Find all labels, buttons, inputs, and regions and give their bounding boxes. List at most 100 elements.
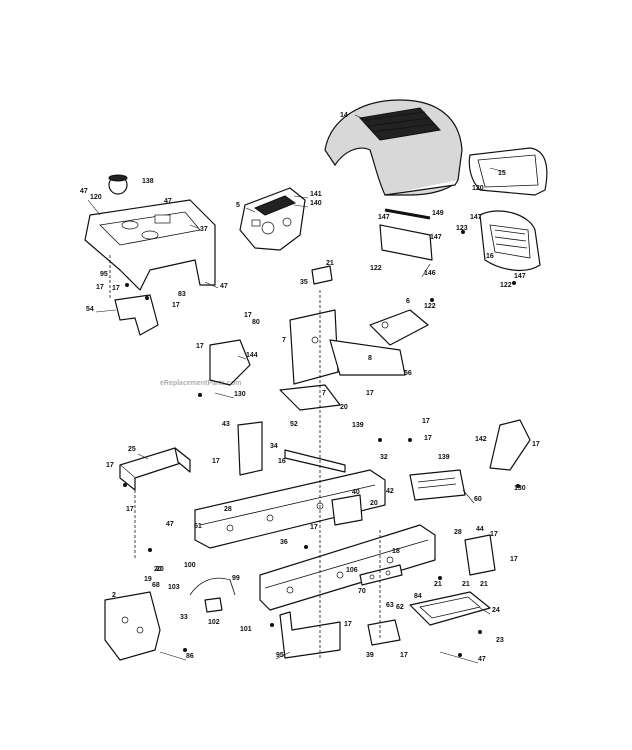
grille xyxy=(468,147,548,196)
pedal-bracket xyxy=(209,339,251,386)
callout: 42 xyxy=(386,488,394,495)
callout: 17 xyxy=(490,531,498,538)
callout: 7 xyxy=(322,390,326,397)
callout: 54 xyxy=(86,306,94,313)
callout: 17 xyxy=(310,524,318,531)
callout: 141 xyxy=(310,191,322,198)
callout: 34 xyxy=(270,443,278,450)
callout: 47 xyxy=(220,283,228,290)
callout: 19 xyxy=(144,576,152,583)
callout: 40 xyxy=(352,489,360,496)
cross-member xyxy=(284,449,346,473)
callout: 6 xyxy=(406,298,410,305)
callout: 47 xyxy=(478,656,486,663)
callout: 86 xyxy=(186,653,194,660)
callout: 17 xyxy=(96,284,104,291)
watermark: eReplacementParts.com xyxy=(160,380,241,387)
lever xyxy=(204,597,223,613)
callout: 17 xyxy=(244,312,252,319)
callout: 17 xyxy=(112,285,120,292)
callout: 51 xyxy=(194,523,202,530)
callout: 32 xyxy=(380,454,388,461)
linkage-rod xyxy=(189,577,236,596)
callout: 21 xyxy=(462,581,470,588)
callout: 17 xyxy=(422,418,430,425)
firewall xyxy=(279,309,429,411)
seat-bracket xyxy=(119,447,191,491)
leader-lines xyxy=(87,195,491,664)
callout: 147 xyxy=(430,234,442,241)
callout: 101 xyxy=(240,626,252,633)
callout: 47 xyxy=(80,188,88,195)
callout: 95 xyxy=(276,652,284,659)
callout: 17 xyxy=(510,556,518,563)
pedal-lever xyxy=(489,419,531,471)
side-panel xyxy=(237,421,263,476)
callout: 36 xyxy=(280,539,288,546)
callout: 17 xyxy=(424,435,432,442)
callout: 130 xyxy=(234,391,246,398)
callout: 14 xyxy=(340,112,348,119)
footrest xyxy=(409,591,491,626)
left-bracket xyxy=(114,294,159,336)
callout: 142 xyxy=(475,436,487,443)
callout: 149 xyxy=(432,210,444,217)
callout: 33 xyxy=(180,614,188,621)
callout: 17 xyxy=(126,506,134,513)
callout: 139 xyxy=(438,454,450,461)
callout: 80 xyxy=(252,319,260,326)
hood xyxy=(324,99,463,196)
callout: 7 xyxy=(282,337,286,344)
dash-panel xyxy=(84,174,216,291)
callout: 147 xyxy=(470,214,482,221)
support-bracket xyxy=(379,210,541,272)
callout: 99 xyxy=(232,575,240,582)
fasteners xyxy=(123,230,520,657)
callout: 122 xyxy=(500,282,512,289)
callout: 100 xyxy=(184,562,196,569)
callout: 18 xyxy=(392,548,400,555)
callout: 138 xyxy=(142,178,154,185)
axle-bracket xyxy=(464,534,496,576)
assembly-lines xyxy=(109,255,381,660)
callout: 17 xyxy=(366,390,374,397)
callout: 20 xyxy=(370,500,378,507)
callout: 28 xyxy=(224,506,232,513)
callout: 37 xyxy=(200,226,208,233)
front-bumper xyxy=(409,469,466,501)
callout: 17 xyxy=(106,462,114,469)
callout: 17 xyxy=(344,621,352,628)
callout: 21 xyxy=(434,581,442,588)
callout: 70 xyxy=(358,588,366,595)
callout: 8 xyxy=(368,355,372,362)
callout: 2 xyxy=(112,592,116,599)
callout: 17 xyxy=(196,343,204,350)
callout: 140 xyxy=(310,200,322,207)
callout-labels: 14 15 120 138 47 120 37 47 5 141 140 149… xyxy=(80,112,540,663)
callout: 147 xyxy=(514,273,526,280)
callout: 39 xyxy=(366,652,374,659)
callout: 146 xyxy=(424,270,436,277)
callout: 24 xyxy=(492,607,500,614)
callout: 16 xyxy=(486,253,494,260)
callout: 35 xyxy=(300,279,308,286)
callout: 83 xyxy=(178,291,186,298)
callout: 106 xyxy=(346,567,358,574)
callout: 52 xyxy=(290,421,298,428)
callout: 122 xyxy=(370,265,382,272)
callout: 17 xyxy=(400,652,408,659)
callout: 63 xyxy=(386,602,394,609)
link-bracket xyxy=(359,564,403,586)
callout: 16 xyxy=(278,458,286,465)
callout: 20 xyxy=(156,566,164,573)
mount-plate xyxy=(104,591,161,661)
callout: 122 xyxy=(424,303,436,310)
callout: 120 xyxy=(90,194,102,201)
callout: 147 xyxy=(378,214,390,221)
callout: 103 xyxy=(168,584,180,591)
callout: 84 xyxy=(414,593,422,600)
callout: 68 xyxy=(152,582,160,589)
callout: 20 xyxy=(340,404,348,411)
callout: 56 xyxy=(404,370,412,377)
